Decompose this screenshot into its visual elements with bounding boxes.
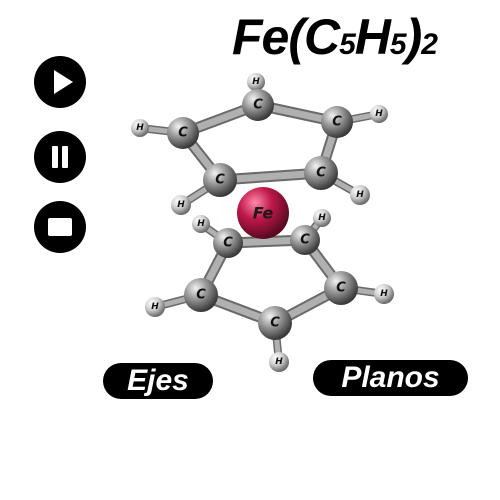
carbon-atom-sphere (324, 271, 358, 305)
carbon-atom-sphere (321, 106, 353, 138)
carbon-atom-sphere (304, 156, 338, 190)
carbon-atom-sphere (290, 225, 320, 255)
pause-button[interactable] (34, 131, 86, 183)
hydrogen-atom-label: H (356, 190, 364, 200)
hydrogen-atom-sphere (145, 297, 165, 317)
hydrogen-atom-sphere (171, 195, 191, 215)
carbon-atom: C (213, 228, 243, 258)
formula-subscript: 2 (421, 28, 438, 61)
hydrogen-atom-label: H (318, 213, 326, 223)
hydrogen-atom: H (247, 73, 265, 91)
hydrogen-atom: H (374, 284, 394, 304)
carbon-atom-label: C (270, 316, 280, 331)
hydrogen-atom-label: H (151, 302, 159, 312)
carbon-atom: C (184, 278, 218, 312)
play-button[interactable] (34, 56, 86, 108)
iron-atom-label: Fe (253, 204, 274, 223)
hydrogen-atom: H (350, 185, 370, 205)
hydrogen-atom: H (131, 119, 149, 137)
hydrogen-atom-label: H (252, 77, 260, 87)
hydrogen-atom-label: H (136, 123, 144, 133)
hydrogen-atom-label: H (380, 289, 388, 299)
carbon-atom: C (290, 225, 320, 255)
hydrogen-atom-sphere (374, 284, 394, 304)
carbon-atom-label: C (215, 173, 225, 188)
planes-button[interactable]: Planos (313, 360, 468, 396)
iron-atom: Fe (237, 187, 289, 239)
carbon-atom-sphere (258, 306, 292, 340)
hydrogen-atom-label: H (177, 200, 185, 210)
stop-button[interactable] (34, 201, 86, 253)
carbon-atom: C (242, 89, 274, 121)
hydrogen-atom-label: H (197, 219, 205, 229)
carbon-atom-label: C (336, 281, 346, 296)
carbon-atom-label: C (316, 166, 326, 181)
hydrogen-atom: H (171, 195, 191, 215)
hydrogen-atom: H (313, 209, 331, 227)
carbon-atom: C (203, 163, 237, 197)
hydrogen-atom-sphere (350, 185, 370, 205)
hydrogen-atom-label: H (275, 357, 283, 367)
carbon-atom-label: C (332, 115, 342, 130)
carbon-atom: C (321, 106, 353, 138)
carbon-atom-sphere (203, 163, 237, 197)
hydrogen-atom-sphere (370, 105, 388, 123)
carbon-atom-sphere (167, 117, 199, 149)
hydrogen-atom-sphere (192, 215, 210, 233)
carbon-atom-label: C (300, 233, 310, 248)
axes-button[interactable]: Ejes (103, 363, 213, 399)
carbon-atom-sphere (184, 278, 218, 312)
formula-subscript: 5 (389, 28, 407, 61)
carbon-atom-label: C (196, 288, 206, 303)
carbon-atom-label: C (223, 236, 233, 251)
hydrogen-atom: H (145, 297, 165, 317)
carbon-atom: C (304, 156, 338, 190)
carbon-atom: C (324, 271, 358, 305)
hydrogen-atom: H (370, 105, 388, 123)
hydrogen-atom-sphere (247, 73, 265, 91)
formula-title: Fe(C5H5)2 (232, 6, 494, 76)
carbon-atom: C (258, 306, 292, 340)
pause-icon (52, 146, 68, 168)
formula-subscript: 5 (339, 28, 356, 61)
hydrogen-atom: H (192, 215, 210, 233)
formula-part: Fe(C (232, 9, 340, 65)
carbon-atom-sphere (213, 228, 243, 258)
carbon-atom-sphere (242, 89, 274, 121)
hydrogen-atom-sphere (269, 352, 289, 372)
hydrogen-atom-sphere (313, 209, 331, 227)
hydrogen-atom-sphere (131, 119, 149, 137)
carbon-atom-label: C (253, 98, 263, 113)
iron-atom-sphere (237, 187, 289, 239)
carbon-atom-label: C (178, 126, 188, 141)
hydrogen-atom-label: H (375, 109, 383, 119)
hydrogen-atom: H (269, 352, 289, 372)
stop-icon (48, 218, 72, 236)
formula-part: ) (405, 9, 423, 65)
play-icon (54, 70, 73, 94)
formula-part: H (354, 9, 391, 65)
carbon-atom: C (167, 117, 199, 149)
